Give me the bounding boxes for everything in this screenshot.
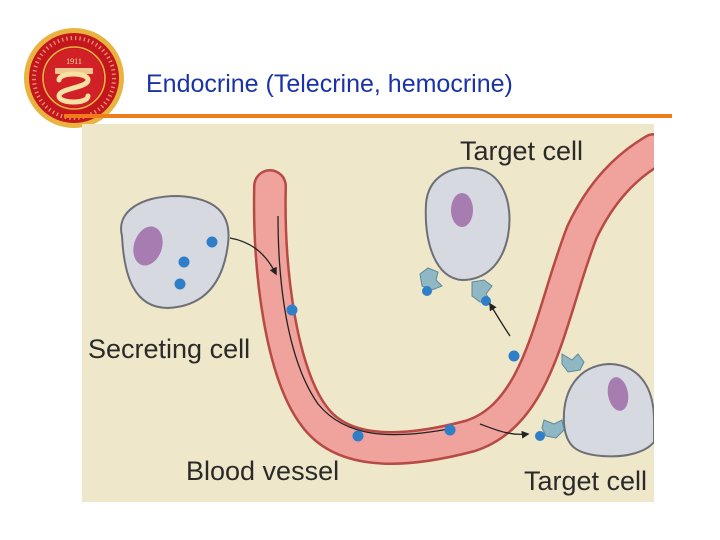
seal-inner-ring [42, 46, 106, 110]
secretion-arrow [229, 237, 277, 276]
target-cell-bottom [562, 362, 654, 458]
label-secreting-cell: Secreting cell [88, 334, 250, 364]
hormone-dot [178, 256, 190, 268]
secreting-cell [120, 194, 230, 310]
label-target-cell-top: Target cell [460, 136, 583, 166]
hormone-dot [444, 424, 456, 436]
uptake-arrow-top [489, 302, 511, 337]
title-underline [64, 114, 672, 118]
slide-title: Endocrine (Telecrine, hemocrine) [146, 70, 513, 98]
university-seal-logo: 1911 [24, 28, 124, 128]
receptor [541, 419, 565, 439]
uptake-arrow-bottom [479, 423, 530, 439]
hormone-dot [508, 350, 520, 362]
hormone-dot [286, 304, 298, 316]
bound-hormone-dot [481, 296, 491, 306]
seal-ring-lettering [32, 36, 116, 120]
receptor [561, 353, 585, 373]
target-cell-top-nucleus [451, 193, 473, 227]
endocrine-diagram: Target cell Secreting cell Blood vessel … [82, 124, 654, 502]
seal-s-emblem [56, 71, 91, 105]
hormone-dot [352, 430, 364, 442]
seal-year-text: 1911 [66, 57, 82, 66]
bound-hormone-dot [422, 286, 432, 296]
hormone-dot [206, 236, 218, 248]
seal-characters-mark [55, 68, 93, 74]
secreting-cell-nucleus [133, 226, 163, 266]
target-cell-bottom-nucleus [607, 377, 629, 411]
blood-vessel [255, 135, 654, 463]
bound-hormone-dot [535, 431, 545, 441]
hormone-dot [174, 278, 186, 290]
label-blood-vessel: Blood vessel [186, 456, 339, 486]
blood-flow-arrow [277, 215, 456, 436]
receptor [419, 267, 443, 291]
label-target-cell-bottom: Target cell [524, 466, 647, 496]
